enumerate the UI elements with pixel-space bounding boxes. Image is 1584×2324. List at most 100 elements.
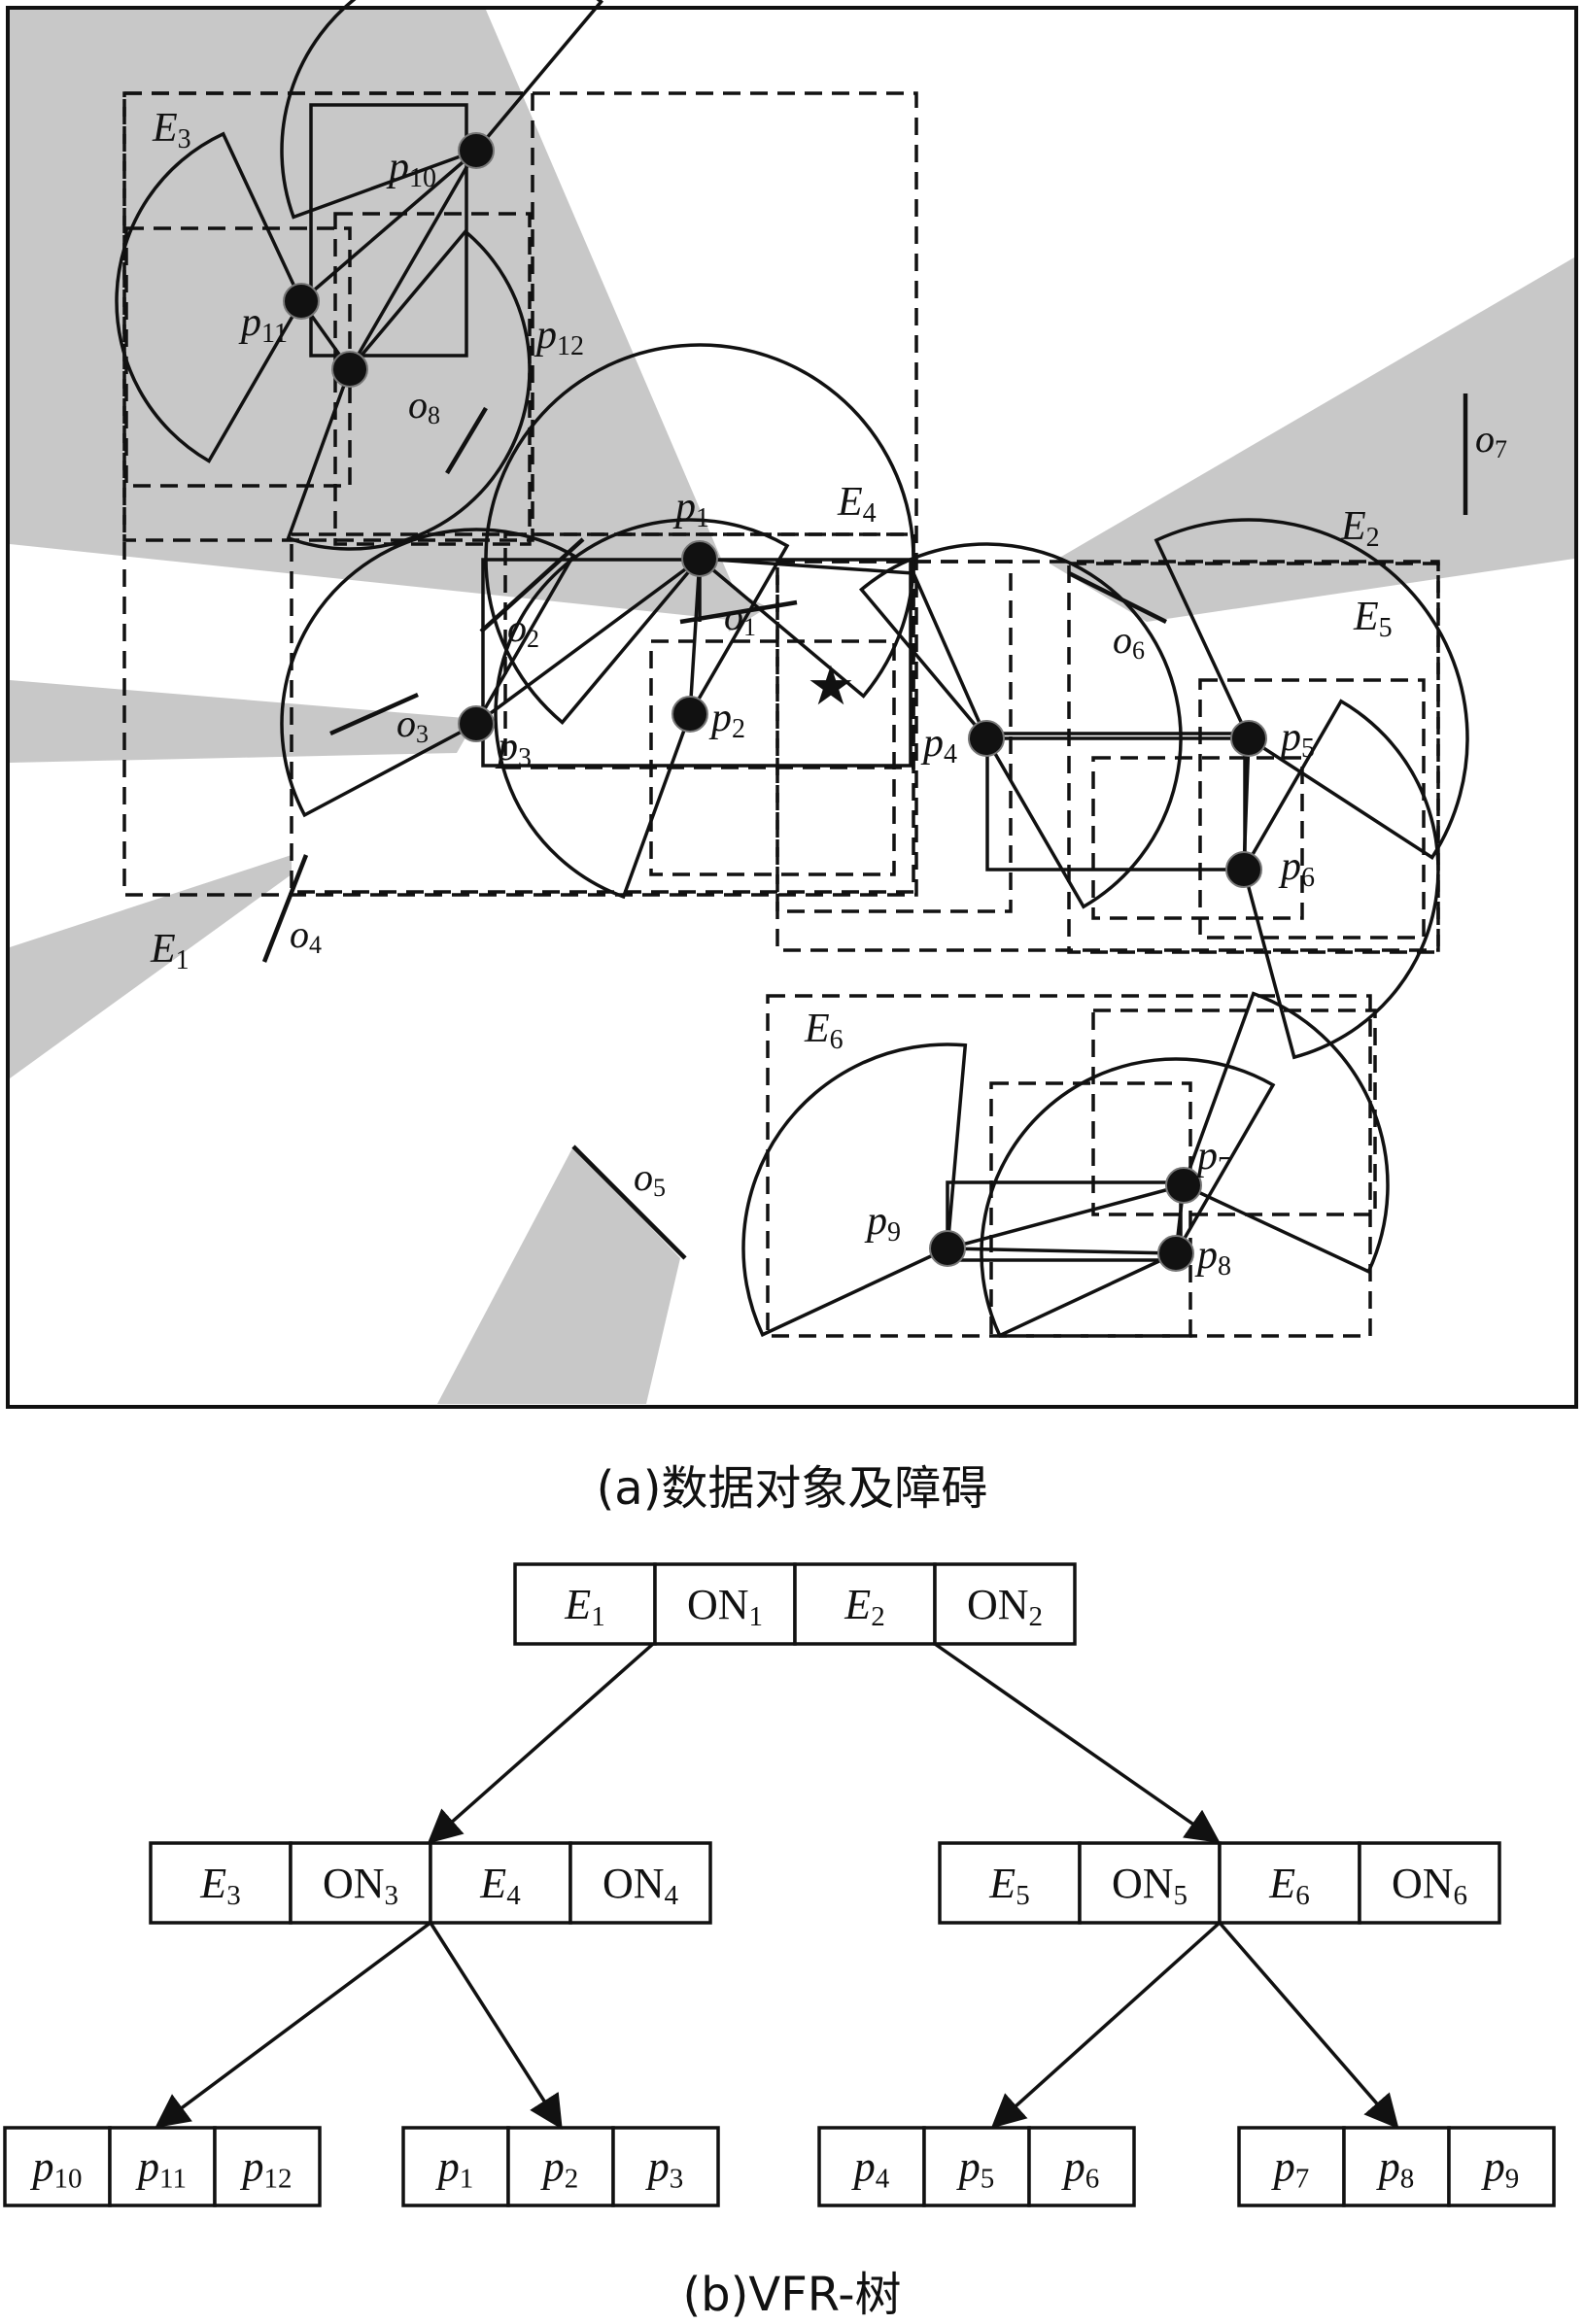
point-p10 — [458, 132, 495, 169]
leaf-node-4-cell-label: p7 — [1271, 2142, 1310, 2194]
label-o4: o4 — [290, 912, 322, 959]
root-node-cell — [793, 1562, 937, 1646]
node-e2-cell — [1078, 1841, 1222, 1925]
point-p1 — [681, 540, 718, 577]
point-p2 — [671, 696, 708, 733]
sector-p2 — [494, 518, 790, 900]
node-e1-cell — [149, 1841, 293, 1925]
link-line — [912, 572, 988, 739]
label-p1: p1 — [672, 485, 709, 533]
sector-p11 — [115, 131, 303, 463]
mbr-p4-p5 — [985, 732, 1247, 872]
leaf-node-1-cell-label: p10 — [30, 2142, 83, 2194]
leaf-node-1-cell — [3, 2126, 112, 2207]
label-e3: E3 — [152, 106, 191, 154]
shadow-region — [437, 1146, 680, 1404]
obstacle-o8 — [445, 406, 488, 475]
node-e1-cell-label: E3 — [199, 1860, 240, 1911]
node-e2-cell-label: ON5 — [1112, 1860, 1188, 1911]
label-p2: p2 — [708, 696, 745, 744]
leaf-node-3-cell — [1027, 2126, 1136, 2207]
query-star: ★ — [807, 657, 855, 717]
label-o2: o2 — [507, 606, 539, 653]
label-o8: o8 — [408, 383, 440, 429]
label-o6: o6 — [1113, 618, 1145, 665]
leaf-node-1-cell-label: p12 — [240, 2142, 293, 2194]
mbr-p2 — [649, 639, 896, 876]
label-e4: E4 — [837, 480, 877, 529]
leaf-node-1-cell-label: p11 — [135, 2142, 187, 2194]
leaf-node-2-cell-label: p2 — [540, 2142, 579, 2194]
leaf-node-2-cell-label: p1 — [435, 2142, 474, 2194]
sector-p3 — [280, 528, 576, 818]
label-p3: p3 — [495, 725, 532, 773]
sector-p10 — [280, 0, 604, 220]
node-e2-cell-label: E6 — [1268, 1860, 1309, 1911]
node-e1-cell — [568, 1841, 712, 1925]
point-p3 — [458, 705, 495, 742]
leaf-node-3-cell-label: p6 — [1061, 2142, 1100, 2194]
point-p4 — [968, 720, 1005, 757]
sector-p9 — [741, 1042, 968, 1338]
obstacle-o2 — [479, 537, 585, 633]
tree-arrow — [1218, 1921, 1399, 2130]
tree-arrow — [155, 1921, 432, 2129]
label-p11: p11 — [238, 300, 288, 349]
shadow-region — [10, 680, 476, 763]
leaf-node-3-cell-label: p4 — [851, 2142, 890, 2194]
sector-p12 — [286, 228, 532, 551]
sector-p8 — [980, 1057, 1276, 1338]
node-e2-cell — [938, 1841, 1082, 1925]
leaf-node-1: p10 p11 p12 — [3, 2126, 322, 2207]
point-p11 — [283, 283, 320, 320]
map-frame — [6, 6, 1578, 1409]
label-p4: p4 — [920, 721, 957, 769]
label-p10: p10 — [386, 145, 436, 193]
label-p9: p9 — [864, 1199, 901, 1247]
label-p5: p5 — [1278, 715, 1315, 764]
node-e1-cell — [429, 1841, 572, 1925]
link-line — [947, 1247, 1177, 1255]
sector-p5 — [1154, 518, 1469, 860]
point-p8 — [1157, 1235, 1194, 1272]
sector-p6 — [1242, 699, 1440, 1060]
node-e1-cell-label: E4 — [479, 1860, 521, 1911]
point-p12 — [331, 351, 368, 388]
sector-p1 — [484, 343, 915, 725]
leaf-node-2-cell — [401, 2126, 510, 2207]
link-line — [474, 557, 702, 726]
tree-arrow — [427, 1642, 655, 1844]
point-p7 — [1165, 1167, 1202, 1204]
leaf-node-3-cell — [922, 2126, 1031, 2207]
mbr-e4 — [775, 560, 1013, 913]
point-p6 — [1225, 851, 1262, 888]
obstacle-o4 — [261, 854, 309, 963]
link-line — [699, 557, 914, 575]
label-o7: o7 — [1475, 417, 1507, 463]
leaf-node-2-cell-label: p3 — [645, 2142, 684, 2194]
leaf-node-3-cell-label: p5 — [956, 2142, 995, 2194]
node-e2-cell-label: ON6 — [1392, 1860, 1467, 1911]
label-e6: E6 — [804, 1007, 844, 1055]
caption-b: (b)VFR-树 — [682, 2268, 902, 2322]
label-o1: o1 — [724, 595, 756, 641]
link-line — [348, 150, 478, 370]
root-node-cell-label: E2 — [844, 1581, 884, 1632]
mbr-p5-p6 — [1198, 678, 1426, 940]
caption-a: (a)数据对象及障碍 — [596, 1461, 988, 1516]
leaf-node-3: p4 p5 p6 — [817, 2126, 1136, 2207]
leaf-node-2: p1 p2 p3 — [401, 2126, 720, 2207]
mbr-e6 — [766, 994, 1372, 1338]
leaf-node-4-cell — [1447, 2126, 1556, 2207]
link-line — [299, 149, 478, 303]
point-p5 — [1230, 720, 1267, 757]
mbr-e5 — [1067, 562, 1440, 954]
obstacle-o5 — [571, 1145, 687, 1260]
leaf-node-3-cell — [817, 2126, 926, 2207]
label-e1: E1 — [150, 927, 189, 975]
